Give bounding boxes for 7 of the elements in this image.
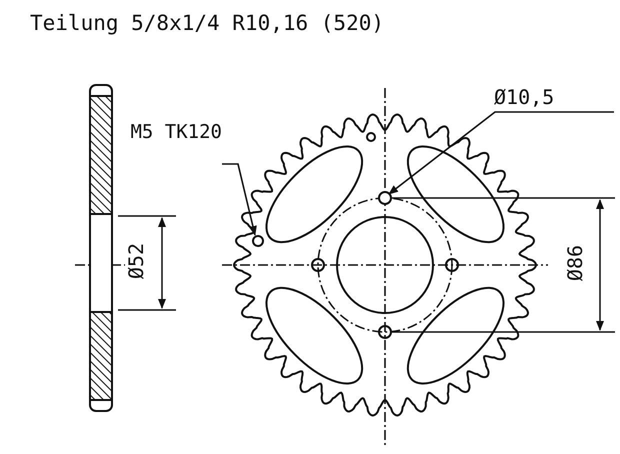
mounting-hole <box>378 191 392 205</box>
callout-text: Ø10,5 <box>494 86 554 108</box>
mounting-hole <box>252 235 264 247</box>
title: Teilung 5/8x1/4 R10,16 (520) <box>30 12 384 36</box>
leader-line <box>388 111 614 195</box>
callout-text: M5 TK120 <box>129 121 222 144</box>
leader-line <box>222 163 257 236</box>
